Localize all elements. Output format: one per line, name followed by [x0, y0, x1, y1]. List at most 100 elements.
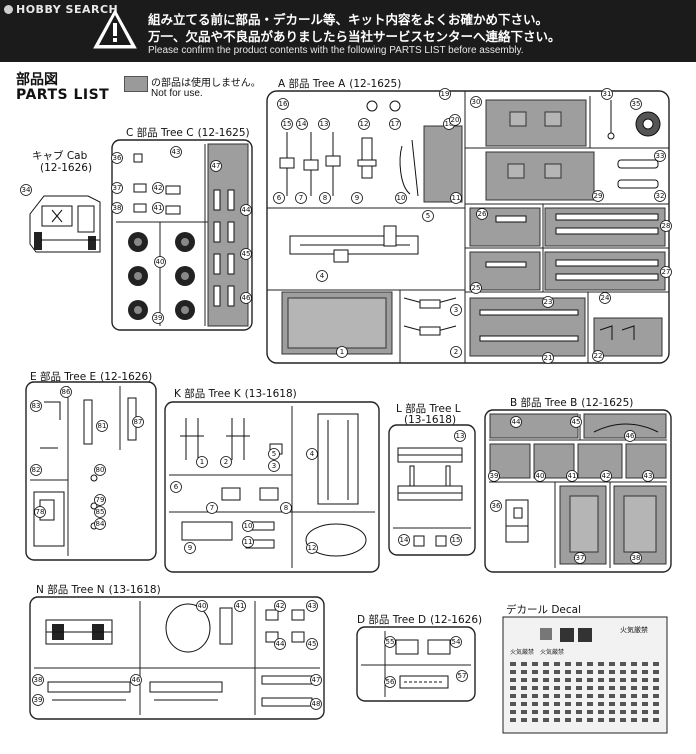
decal-mark — [620, 718, 626, 722]
decal-mark — [609, 686, 615, 690]
tree-n-runner — [29, 596, 325, 720]
svg-text:14: 14 — [298, 120, 307, 128]
part-number-treek-1: 1 — [196, 456, 208, 468]
part-number-treea-33: 33 — [654, 150, 666, 162]
svg-text:9: 9 — [355, 194, 359, 202]
decal-mark — [642, 662, 648, 666]
tree-n-label: N 部品 Tree N(13-1618) — [36, 584, 161, 596]
decal-mark — [598, 678, 604, 682]
decal-mark — [532, 710, 538, 714]
part-number-treek-3: 3 — [268, 460, 280, 472]
tree-d-label: D 部品 Tree D(12-1626) — [357, 614, 483, 626]
decal-mark — [554, 670, 560, 674]
part-number-treee-84: 84 — [94, 518, 106, 530]
part-number-treee-81: 81 — [96, 420, 108, 432]
svg-text:36: 36 — [492, 502, 501, 510]
part-number-treea-31: 31 — [601, 88, 613, 100]
svg-text:40: 40 — [198, 602, 207, 610]
part-number-treec-40: 40 — [154, 256, 166, 268]
svg-text:48: 48 — [312, 700, 321, 708]
tree-a-label: A 部品 Tree A(12-1625) — [278, 78, 402, 90]
part-number-treec-37: 37 — [111, 182, 123, 194]
svg-text:28: 28 — [662, 222, 671, 230]
svg-text:23: 23 — [544, 298, 553, 306]
part-number-treek-11: 11 — [242, 536, 254, 548]
svg-text:15: 15 — [283, 120, 292, 128]
svg-text:16: 16 — [279, 100, 288, 108]
svg-text:37: 37 — [113, 184, 122, 192]
svg-text:37: 37 — [576, 554, 585, 562]
svg-text:39: 39 — [34, 696, 43, 704]
svg-text:39: 39 — [490, 472, 499, 480]
decal-mark — [609, 710, 615, 714]
part-number-treeb-41: 41 — [566, 470, 578, 482]
part-number-treea-26: 26 — [476, 208, 488, 220]
cab-code: (12-1626) — [40, 162, 93, 174]
svg-text:82: 82 — [32, 466, 41, 474]
decal-mark — [565, 670, 571, 674]
part-number-treec-44: 44 — [240, 204, 252, 216]
decal-mark — [631, 718, 637, 722]
tree-l-label: L 部品 Tree L — [396, 403, 461, 415]
svg-text:6: 6 — [277, 194, 282, 202]
part-number-treea-27: 27 — [660, 266, 672, 278]
not-for-use-swatch — [124, 76, 148, 92]
part-number-treea-5: 5 — [422, 210, 434, 222]
decal-mark — [653, 718, 659, 722]
part-number-treea-19: 19 — [439, 88, 451, 100]
decal-mark — [587, 670, 593, 674]
decal-mark — [543, 702, 549, 706]
notice-line-2: 万一、欠品や不良品がありましたら当社サービスセンターへ連絡下さい。 — [148, 29, 561, 44]
svg-text:84: 84 — [96, 520, 105, 528]
svg-text:38: 38 — [34, 676, 43, 684]
decal-mark — [543, 662, 549, 666]
svg-text:1: 1 — [200, 458, 204, 466]
svg-text:24: 24 — [601, 294, 610, 302]
svg-text:36: 36 — [113, 154, 122, 162]
decal-mark — [532, 670, 538, 674]
svg-text:27: 27 — [662, 268, 671, 276]
decal-mark — [543, 694, 549, 698]
decal-mark — [609, 678, 615, 682]
svg-text:2: 2 — [454, 348, 458, 356]
decal-mark — [620, 662, 626, 666]
part-number-treea-17: 17 — [389, 118, 401, 130]
decal-mark — [543, 718, 549, 722]
decal-mark — [631, 710, 637, 714]
part-number-treea-12: 12 — [358, 118, 370, 130]
decal-mark — [532, 718, 538, 722]
decal-marks — [510, 662, 659, 722]
part-number-treee-80: 80 — [94, 464, 106, 476]
part-number-treel-14: 14 — [398, 534, 410, 546]
svg-text:54: 54 — [452, 638, 461, 646]
part-number-treec-38: 38 — [111, 202, 123, 214]
decal-mark — [587, 694, 593, 698]
part-number-treea-3: 3 — [450, 304, 462, 316]
svg-text:45: 45 — [572, 418, 581, 426]
part-number-treea-8: 8 — [319, 192, 331, 204]
decal-mark — [609, 670, 615, 674]
part-number-treen-39: 39 — [32, 694, 44, 706]
watermark-logo-icon — [4, 5, 13, 14]
part-number-treee-82: 82 — [30, 464, 42, 476]
decal-mark — [510, 710, 516, 714]
part-number-treek-8: 8 — [280, 502, 292, 514]
svg-text:55: 55 — [386, 638, 395, 646]
svg-text:13: 13 — [320, 120, 329, 128]
decal-mark — [554, 702, 560, 706]
part-number-treen-47: 47 — [310, 674, 322, 686]
part-number-treeb-36: 36 — [490, 500, 502, 512]
decal-mark — [598, 686, 604, 690]
tree-c-label: C 部品 Tree C(12-1625) — [126, 127, 250, 139]
part-number-treea-7: 7 — [295, 192, 307, 204]
decal-mark — [576, 686, 582, 690]
decal-mark — [598, 662, 604, 666]
decal-mark — [543, 678, 549, 682]
svg-text:8: 8 — [323, 194, 327, 202]
tree-l-code: (13-1618) — [404, 414, 457, 426]
